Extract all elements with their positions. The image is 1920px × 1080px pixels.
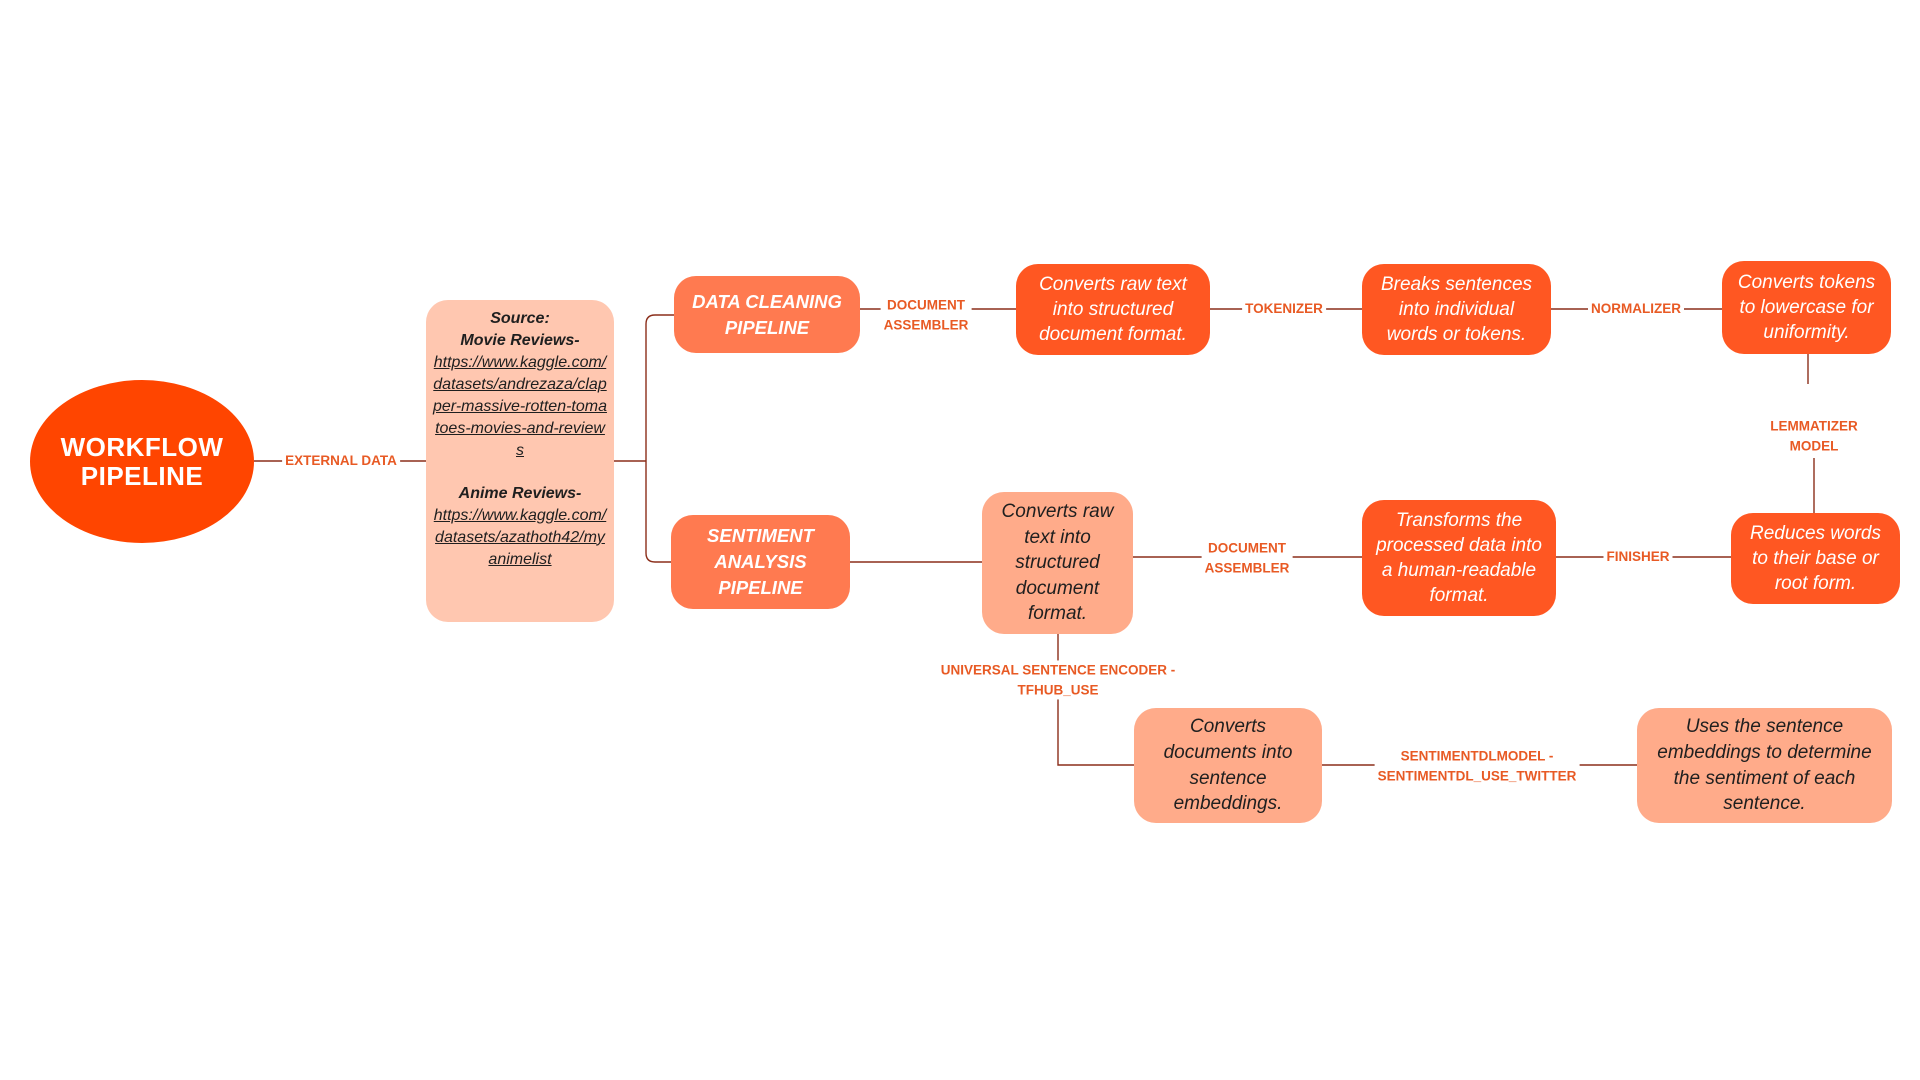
connector-branch-bottom [645, 461, 672, 563]
finisher-label: FINISHER [1603, 547, 1673, 567]
connector-branch-top [645, 314, 676, 461]
dc-normalizer-step: Converts tokens to lowercase for uniform… [1722, 261, 1891, 354]
sentiment-analysis-pipeline-label: SENTIMENT ANALYSIS PIPELINE [707, 525, 814, 598]
sa-sentence-encoder-step: Converts documents into sentence embeddi… [1134, 708, 1322, 823]
sa-sentence-encoder-text: Converts documents into sentence embeddi… [1163, 716, 1293, 815]
sa-sentiment-model-step: Uses the sentence embeddings to determin… [1637, 708, 1892, 823]
dc-lemmatizer-text: Reduces words to their base or root form… [1750, 522, 1881, 595]
universal-sentence-encoder-label: UNIVERSAL SENTENCE ENCODER - TFHUB_USE [937, 660, 1179, 700]
sa-document-assembler-step: Converts raw text into structured docume… [982, 492, 1133, 634]
sa-sentiment-model-text: Uses the sentence embeddings to determin… [1657, 716, 1872, 815]
document-assembler-label-1: DOCUMENT ASSEMBLER [880, 295, 972, 335]
source-node: Source: Movie Reviews- https://www.kaggl… [426, 300, 614, 622]
normalizer-label: NORMALIZER [1588, 299, 1684, 319]
movie-reviews-label: Movie Reviews- [460, 332, 580, 350]
sa-document-assembler-text: Converts raw text into structured docume… [1001, 500, 1114, 625]
dc-finisher-step: Transforms the processed data into a hum… [1362, 500, 1556, 616]
dc-finisher-text: Transforms the processed data into a hum… [1376, 509, 1542, 607]
workflow-title-line-2: PIPELINE [80, 460, 204, 491]
document-assembler-label-2: DOCUMENT ASSEMBLER [1201, 538, 1293, 578]
data-cleaning-pipeline-label: DATA CLEANING PIPELINE [692, 290, 842, 338]
external-data-label: EXTERNAL DATA [282, 451, 400, 471]
anime-reviews-label: Anime Reviews- [458, 484, 582, 502]
tokenizer-label: TOKENIZER [1242, 299, 1326, 319]
anime-reviews-link[interactable]: https://www.kaggle.com/datasets/azathoth… [433, 506, 607, 568]
dc-document-assembler-text: Converts raw text into structured docume… [1039, 273, 1187, 346]
dc-document-assembler-step: Converts raw text into structured docume… [1016, 264, 1210, 355]
dc-normalizer-text: Converts tokens to lowercase for uniform… [1737, 271, 1876, 344]
workflow-title-line-1: WORKFLOW [60, 431, 224, 462]
lemmatizer-model-label: LEMMATIZER MODEL [1767, 416, 1861, 456]
movie-reviews-link[interactable]: https://www.kaggle.com/datasets/andrezaz… [433, 354, 607, 460]
sentiment-analysis-pipeline-node: SENTIMENT ANALYSIS PIPELINE [671, 515, 850, 609]
workflow-pipeline-node: WORKFLOW PIPELINE [30, 380, 254, 543]
sentimentdl-model-label: SENTIMENTDLMODEL - SENTIMENTDL_USE_TWITT… [1374, 746, 1580, 786]
dc-tokenizer-text: Breaks sentences into individual words o… [1380, 273, 1533, 346]
data-cleaning-pipeline-node: DATA CLEANING PIPELINE [674, 276, 860, 353]
dc-lemmatizer-step: Reduces words to their base or root form… [1731, 513, 1900, 604]
source-title: Source: [490, 310, 550, 327]
dc-tokenizer-step: Breaks sentences into individual words o… [1362, 264, 1551, 355]
